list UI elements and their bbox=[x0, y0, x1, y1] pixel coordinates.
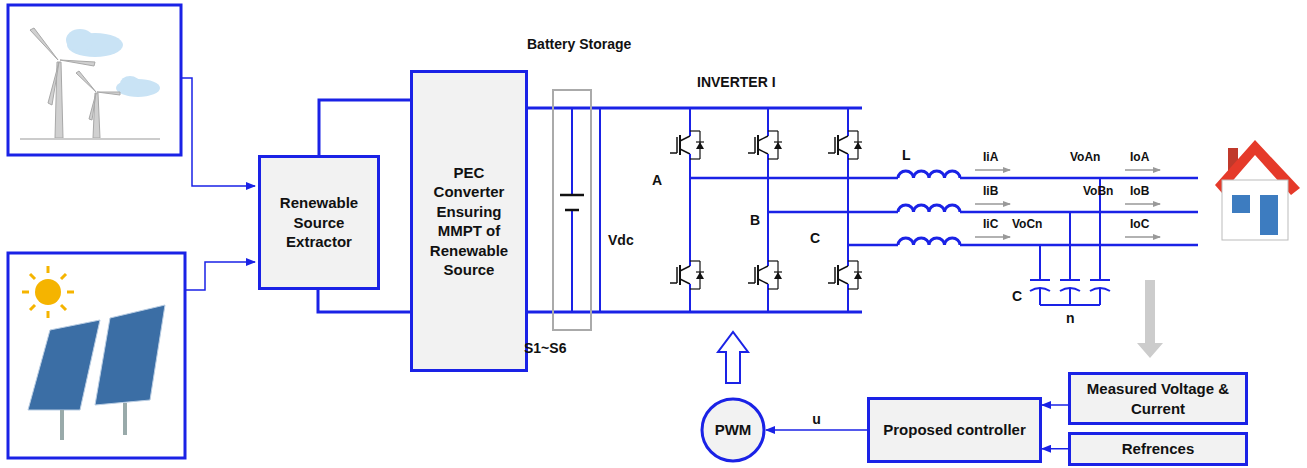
connector bbox=[319, 100, 410, 155]
pwm-circle: PWM bbox=[700, 397, 766, 463]
node-label: A bbox=[652, 172, 662, 188]
signal-label: u bbox=[810, 411, 823, 427]
measurement-box: Measured Voltage & Current bbox=[1068, 372, 1248, 425]
component-label: L bbox=[902, 147, 911, 163]
current-label: IoB bbox=[1130, 184, 1149, 198]
current-label: IoC bbox=[1130, 217, 1149, 231]
node-text: Proposed controller bbox=[883, 420, 1026, 440]
node-label: C bbox=[810, 230, 820, 246]
reference-box: Refrences bbox=[1068, 432, 1248, 466]
voltage-label: VoAn bbox=[1070, 150, 1100, 164]
current-label: IiC bbox=[983, 217, 998, 231]
node-label: B bbox=[750, 212, 760, 228]
panel-label: Battery Storage bbox=[527, 36, 631, 52]
process-box: Renewable Source Extractor bbox=[258, 155, 380, 290]
controller-box: Proposed controller bbox=[867, 397, 1042, 463]
current-label: IoA bbox=[1130, 150, 1149, 164]
connector bbox=[1042, 404, 1068, 406]
voltage-label: VoBn bbox=[1083, 184, 1113, 198]
node-text: Refrences bbox=[1122, 439, 1195, 459]
signal-label: S1~S6 bbox=[524, 340, 566, 356]
node-label: n bbox=[1066, 310, 1075, 326]
node-text: Renewable Source Extractor bbox=[265, 193, 373, 252]
node-text: PWM bbox=[715, 420, 752, 440]
connector bbox=[1042, 448, 1068, 450]
voltage-label: VoCn bbox=[1012, 217, 1042, 231]
converter-box: PEC Converter Ensuring MMPT of Renewable… bbox=[410, 70, 528, 372]
connector bbox=[766, 429, 867, 431]
block-label: INVERTER I bbox=[697, 74, 776, 90]
node-text: PEC Converter Ensuring MMPT of Renewable… bbox=[417, 163, 521, 280]
current-label: IiB bbox=[983, 184, 998, 198]
node-text: Measured Voltage & Current bbox=[1075, 379, 1241, 418]
signal-label: Vdc bbox=[608, 232, 634, 248]
component-label: C bbox=[1012, 288, 1022, 304]
current-label: IiA bbox=[983, 150, 998, 164]
